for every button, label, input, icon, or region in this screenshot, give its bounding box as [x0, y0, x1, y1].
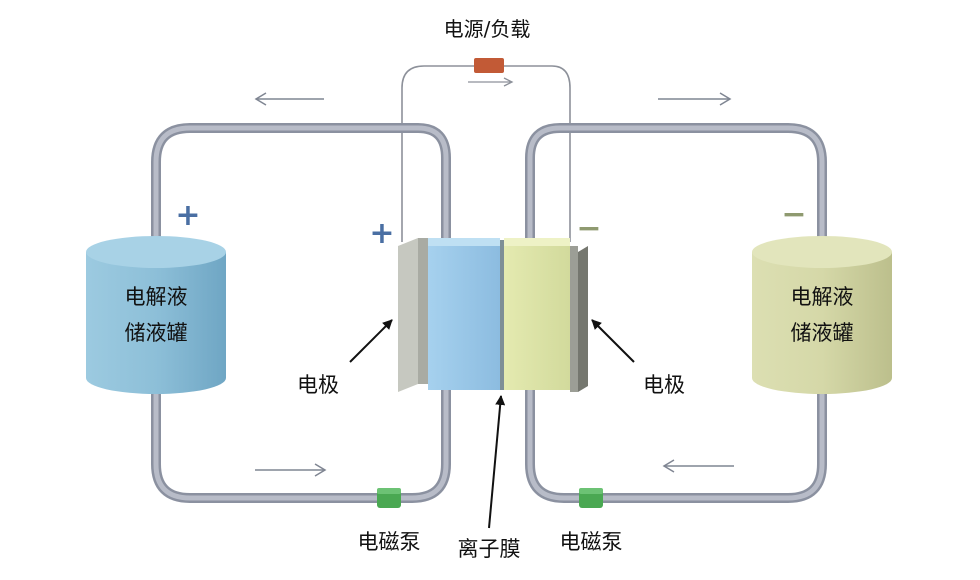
power-load-label: 电源/负载	[444, 17, 531, 41]
tank-right-label-line2: 储液罐	[791, 321, 854, 345]
load-resistor	[474, 58, 504, 73]
ion-membrane	[500, 240, 504, 390]
tank-left-label-line2: 储液罐	[125, 321, 188, 345]
tank-right-label-line1: 电解液	[791, 285, 854, 309]
cell-positive-sign: +	[369, 216, 394, 251]
tank-right	[752, 236, 892, 394]
flow-arrow-bottom-left	[255, 463, 327, 477]
membrane-pointer	[488, 395, 506, 529]
cell-negative-sign: −	[576, 211, 601, 246]
tank-right-negative-sign: −	[781, 197, 806, 232]
cell-stack	[398, 238, 588, 392]
flow-arrow-bottom-right	[662, 459, 734, 473]
tank-left	[86, 236, 226, 394]
pump-right-highlight	[579, 488, 603, 494]
cell-compartment-right	[504, 244, 570, 390]
electrode-right-pointer	[591, 319, 635, 363]
tank-left-positive-sign: +	[175, 198, 200, 233]
pump-right-label: 电磁泵	[560, 530, 623, 554]
electrode-right-label: 电极	[643, 373, 685, 397]
electrode-left-label: 电极	[297, 373, 339, 397]
electrode-left-pointer	[349, 319, 393, 363]
flow-arrow-top-left	[254, 92, 324, 106]
circuit-wire	[401, 65, 571, 242]
flow-arrow-top-right	[658, 92, 732, 106]
membrane-label: 离子膜	[458, 537, 521, 561]
pump-left-label: 电磁泵	[358, 530, 421, 554]
tank-left-label-line1: 电解液	[125, 285, 188, 309]
cell-compartment-left	[428, 244, 500, 390]
pump-left-highlight	[377, 488, 401, 494]
current-arrow	[468, 77, 514, 87]
